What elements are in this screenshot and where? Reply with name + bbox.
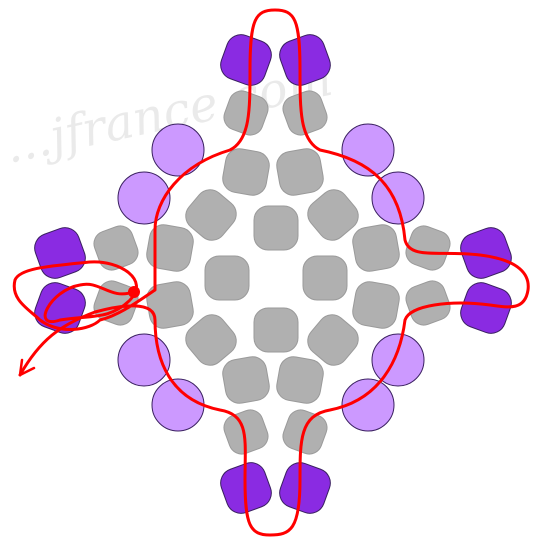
dark-purple-bead	[276, 459, 335, 518]
thread-path	[14, 10, 528, 535]
center-square-bead	[254, 308, 298, 352]
dark-purple-bead	[217, 31, 276, 90]
inner-ring-bead	[145, 223, 196, 274]
inner-ring-bead	[275, 355, 326, 406]
purple-beads	[31, 31, 516, 518]
thread-start-dot	[128, 286, 140, 298]
inner-ring-bead	[145, 280, 196, 331]
gray-beads	[90, 87, 453, 457]
dark-purple-bead	[276, 31, 335, 90]
center-square-bead	[254, 206, 298, 250]
light-purple-bead	[152, 124, 204, 176]
light-purple-bead	[372, 334, 424, 386]
inner-ring-bead	[351, 280, 402, 331]
dark-purple-bead	[31, 224, 90, 283]
center-square-bead	[303, 256, 347, 300]
inner-ring-bead	[351, 223, 402, 274]
inner-ring-bead	[221, 355, 272, 406]
inner-ring-bead	[221, 147, 272, 198]
center-square-bead	[205, 256, 249, 300]
inner-ring-bead	[275, 147, 326, 198]
thread-line	[14, 10, 528, 535]
